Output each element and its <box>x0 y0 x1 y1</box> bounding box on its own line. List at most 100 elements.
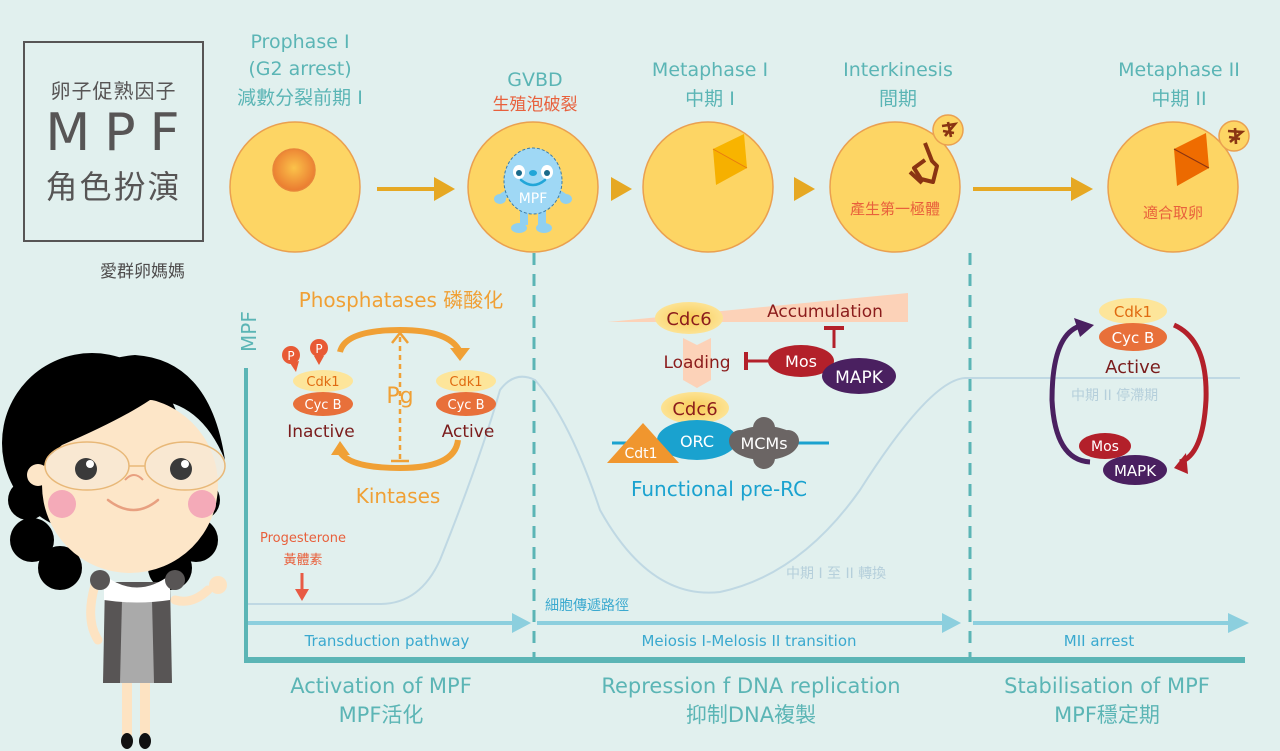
stage-zh: 中期 I <box>685 88 735 110</box>
activation-panel: Phosphatases 磷酸化 Pg P P Cdk1 Cyc B Inact… <box>282 288 503 508</box>
spindle-icon <box>1173 133 1210 186</box>
mapk-label: MAPK <box>1114 462 1157 480</box>
section-title-en: Repression f DNA replication <box>601 674 900 698</box>
arrowhead-icon <box>331 441 350 455</box>
cdk1-label: Cdk1 <box>1114 303 1152 321</box>
phosphatases-label: Phosphatases 磷酸化 <box>299 288 504 312</box>
stage-arrow <box>377 177 455 201</box>
cycb-blob <box>436 392 496 416</box>
pg-label: Pg <box>386 384 413 409</box>
mos-blob <box>1079 433 1131 459</box>
cdk1-blob <box>1099 298 1167 324</box>
stage-zh: 生殖泡破裂 <box>493 95 578 115</box>
stage-en-2: (G2 arrest) <box>248 58 351 80</box>
orc-blob <box>657 420 737 460</box>
section-title-zh: MPF活化 <box>339 703 424 727</box>
functional-pre-rc-label: Functional pre-RC <box>631 477 807 501</box>
repression-panel: Cdc6 Accumulation Loading Mos MAPK Cdc6 … <box>607 293 908 501</box>
section-title-zh: MPF穩定期 <box>1054 703 1160 727</box>
title-line-1: 卵子促熟因子 <box>50 79 177 103</box>
mpf-mascot-icon: MPF <box>494 147 572 233</box>
cell-gvbd: MPF <box>467 121 599 253</box>
cycb-blob <box>293 392 353 416</box>
stabilisation-panel: Cdk1 Cyc B Active Mos MAPK <box>1049 298 1209 485</box>
cdk1-label: Cdk1 <box>306 375 339 390</box>
stage-en: Interkinesis <box>843 59 953 81</box>
section-title-zh: 抑制DNA複製 <box>686 703 816 727</box>
mos-label: Mos <box>785 352 817 371</box>
cell-metaphase-1 <box>642 121 774 253</box>
active-label: Active <box>442 422 495 442</box>
author-label: 愛群卵媽媽 <box>100 262 185 282</box>
progesterone-arrow-icon <box>295 573 309 601</box>
cell-label: 適合取卵 <box>1143 204 1203 222</box>
cell-prophase <box>229 121 361 253</box>
arrowhead-icon <box>450 348 470 361</box>
stage-header-metaphase-2: Metaphase II 中期 II <box>1118 59 1240 110</box>
polar-body-chromosome-icon <box>1227 127 1246 145</box>
cdc6-label: Cdc6 <box>672 399 717 420</box>
section-title-en: Stabilisation of MPF <box>1004 674 1210 698</box>
kinase-arrow <box>337 439 461 472</box>
stage-en: Metaphase I <box>652 59 768 81</box>
title-box: 卵子促熟因子 MPF 角色扮演 <box>23 41 204 242</box>
cdc6-blob <box>661 392 729 424</box>
stage-arrow <box>611 177 632 201</box>
timeline-arrow-3 <box>973 613 1249 633</box>
timeline-arrow-1 <box>248 613 531 633</box>
inactive-label: Inactive <box>287 422 354 442</box>
loading-label: Loading <box>663 353 730 373</box>
arrowhead-icon <box>1074 318 1094 337</box>
stage-header-gvbd: GVBD 生殖泡破裂 <box>493 69 578 115</box>
arrowhead-icon <box>1174 453 1188 474</box>
stage-en: Metaphase II <box>1118 59 1240 81</box>
timeline-label: Meiosis I-Melosis II transition <box>641 632 856 650</box>
mapk-label: MAPK <box>835 368 884 388</box>
arrowhead-icon <box>391 330 409 344</box>
stage-en: Prophase I <box>250 31 349 53</box>
stage-arrow <box>973 177 1093 201</box>
kintases-label: Kintases <box>356 484 441 508</box>
stage-zh: 減數分裂前期 I <box>237 87 363 109</box>
phosphate-icon: P <box>282 346 300 372</box>
stage-zh: 中期 II <box>1151 88 1206 110</box>
y-axis-label: MPF <box>237 311 261 352</box>
mcms-cloud <box>729 417 799 469</box>
title-line-2: MPF <box>45 103 194 163</box>
transduction-zh-label: 細胞傳遞路徑 <box>545 598 629 614</box>
cdt1-triangle <box>607 423 679 463</box>
mapk-blob <box>822 358 896 394</box>
mpf-level-curve <box>248 375 1240 605</box>
svg-text:P: P <box>287 349 294 363</box>
cycb-label: Cyc B <box>1112 329 1155 347</box>
loading-arrow <box>683 338 711 388</box>
svg-text:P: P <box>315 342 322 356</box>
active-label: Active <box>1105 357 1161 378</box>
progesterone-zh-label: 黃體素 <box>283 553 322 568</box>
presenter-avatar <box>2 353 227 749</box>
nucleus <box>272 148 316 192</box>
cell-label: 產生第一極體 <box>850 200 940 218</box>
phosphate-icon: P <box>310 339 328 365</box>
timeline-label: MII arrest <box>1064 632 1135 650</box>
polar-body-icon <box>1218 120 1250 152</box>
orc-label: ORC <box>680 432 714 451</box>
cycb-label: Cyc B <box>448 398 485 413</box>
cdk1-label: Cdk1 <box>449 375 482 390</box>
chromosome-icon <box>908 142 939 185</box>
accumulation-label: Accumulation <box>767 302 883 322</box>
cdk1-blob <box>293 370 353 392</box>
cdk1-blob <box>436 370 496 392</box>
curve-annotation: 中期 II 停滯期 <box>1071 387 1158 404</box>
cell-interkinesis: 產生第一極體 <box>829 114 964 253</box>
spindle-icon <box>712 134 748 185</box>
curve-annotation: 中期 I 至 II 轉換 <box>786 566 886 582</box>
timeline-arrow-2 <box>537 613 961 633</box>
cycb-label: Cyc B <box>305 398 342 413</box>
mcms-label: MCMs <box>740 434 787 453</box>
stage-zh: 間期 <box>879 88 917 110</box>
polar-body-chromosome-icon <box>941 121 959 138</box>
cdc6-blob <box>655 302 723 334</box>
polar-body-icon <box>932 114 964 146</box>
